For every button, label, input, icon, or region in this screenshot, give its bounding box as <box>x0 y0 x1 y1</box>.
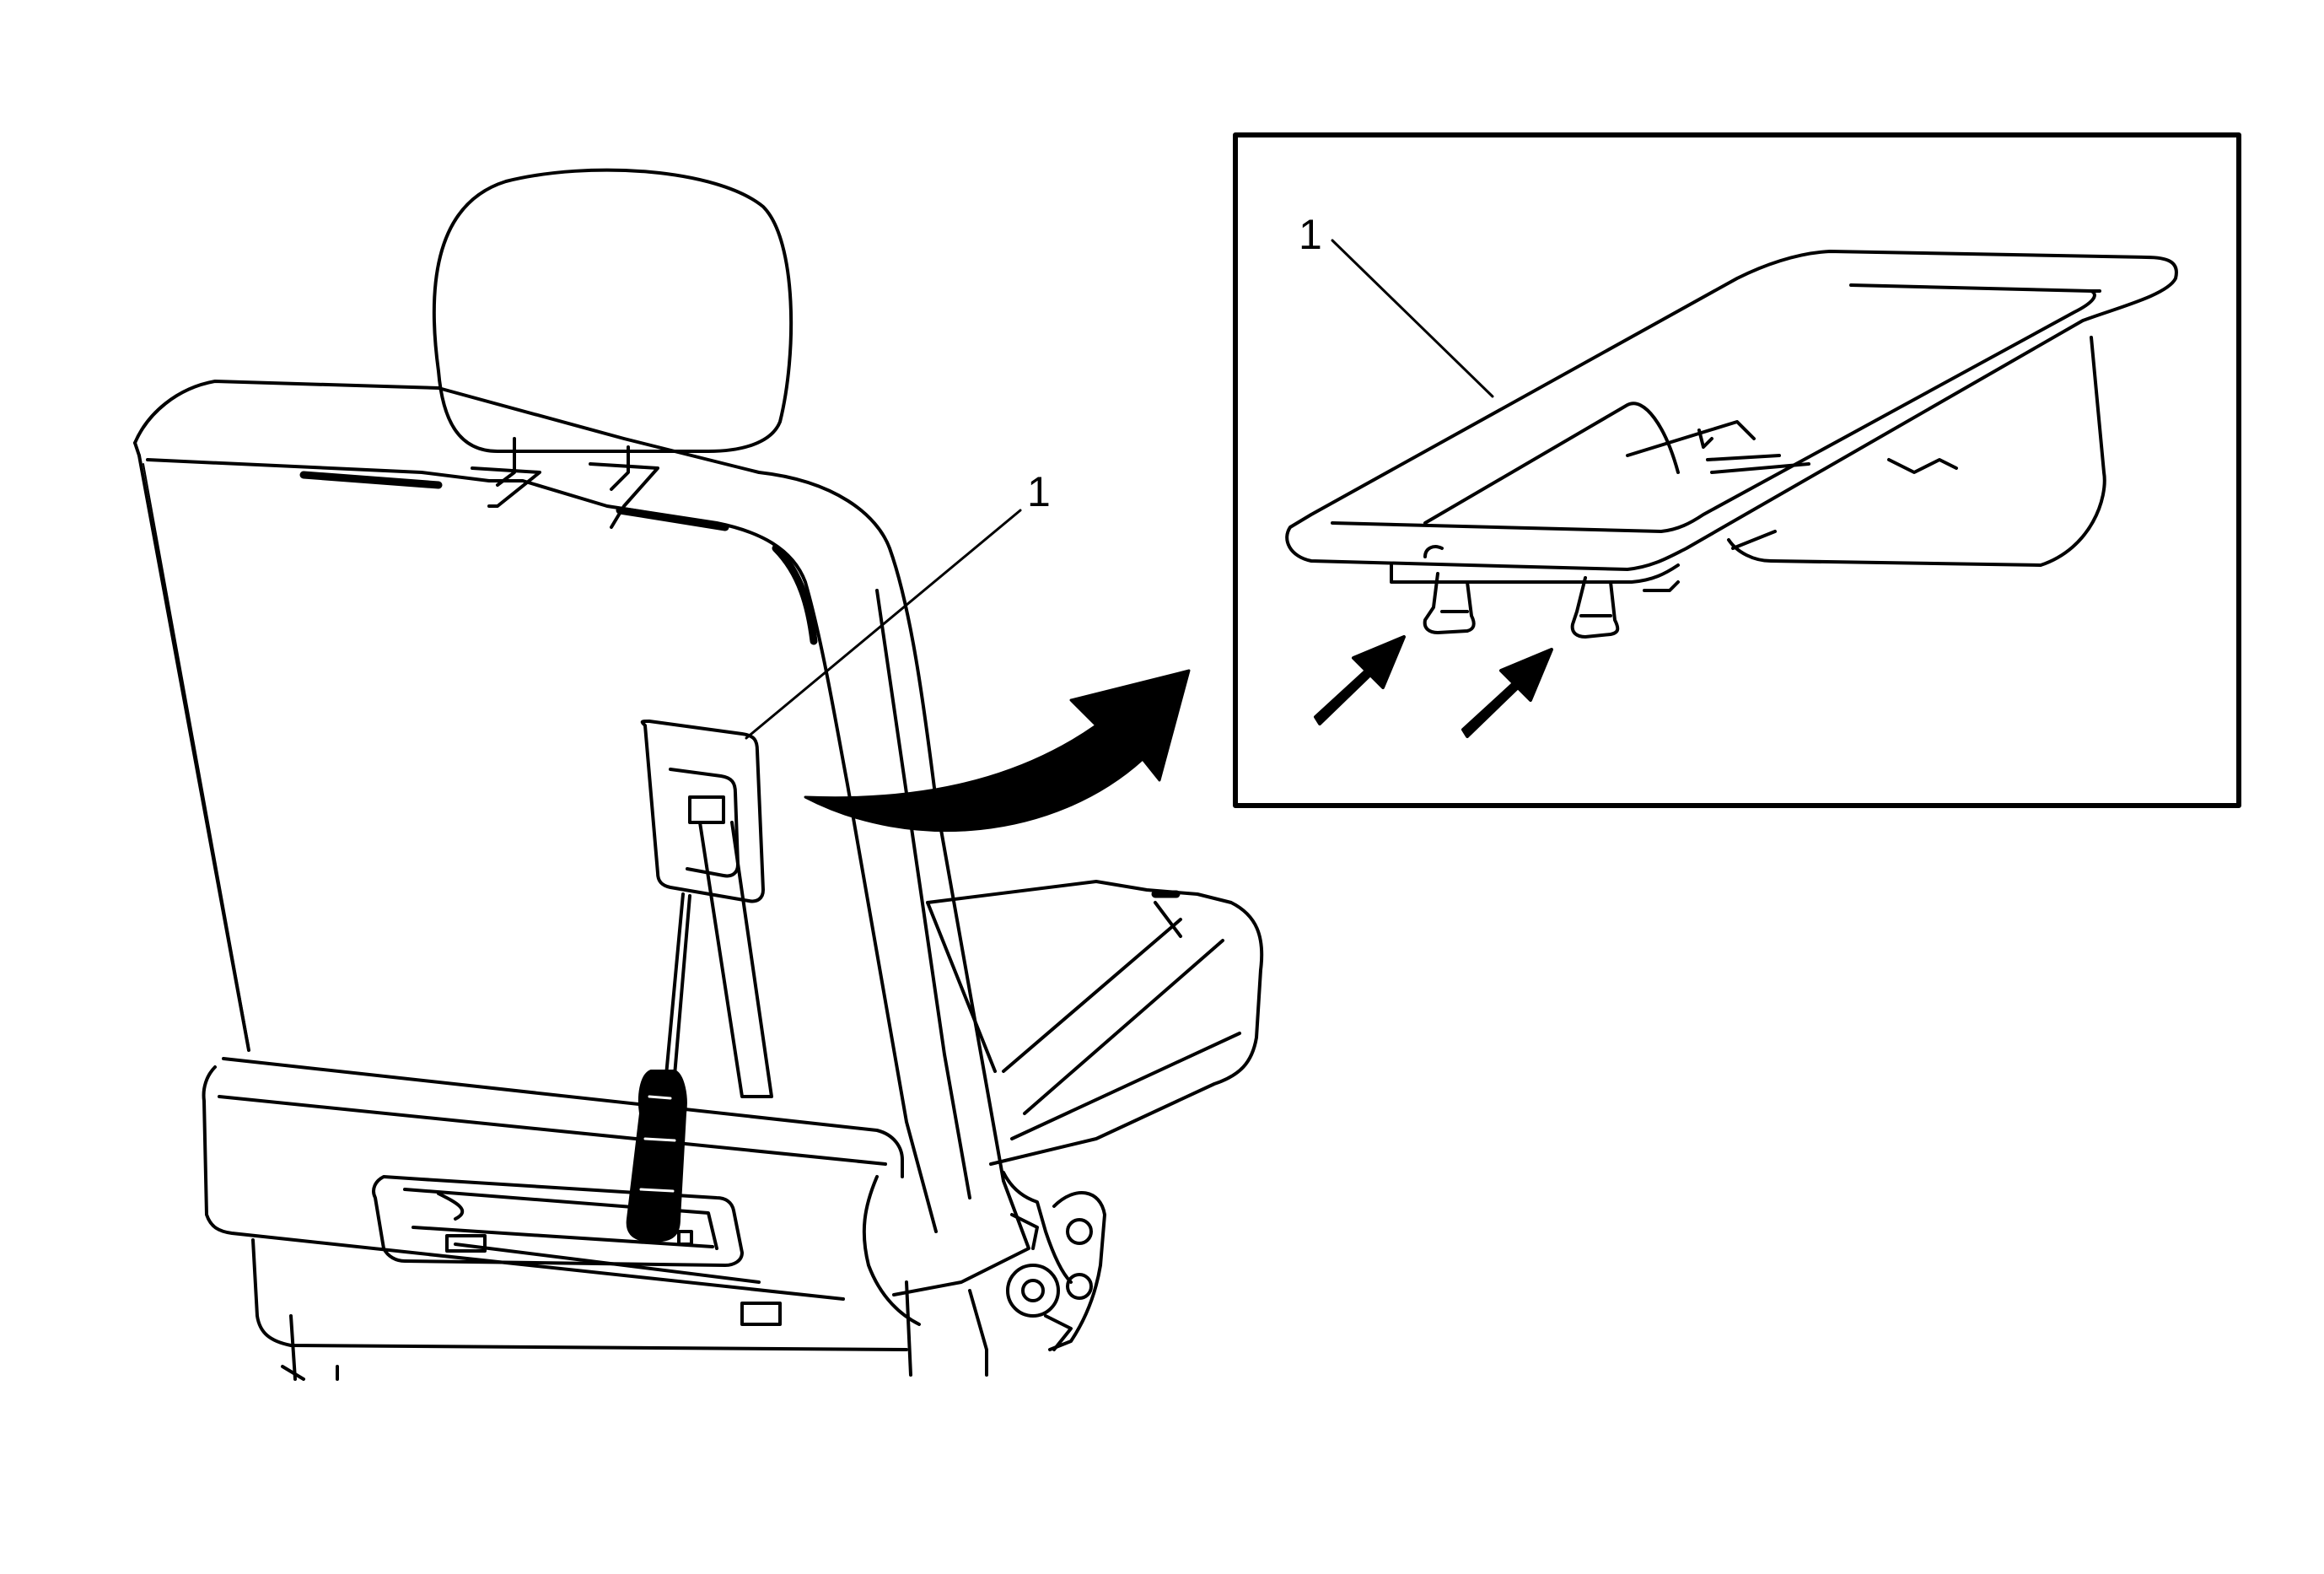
inset-leader-line <box>1331 239 1494 398</box>
inset-callout-label: 1 <box>1299 211 1322 258</box>
seat-back <box>133 380 1030 1296</box>
curved-arrow-icon <box>804 669 1191 833</box>
detail-inset: 1 <box>1233 132 2241 808</box>
seat-illustration <box>133 168 1264 1381</box>
inset-callout: 1 <box>1299 211 1494 398</box>
seat-cushion <box>926 880 1264 1166</box>
recliner-mechanism <box>1002 1171 1106 1351</box>
trim-panel-detail <box>1285 250 2178 639</box>
seat-base <box>202 1057 988 1381</box>
headrest <box>432 168 793 529</box>
push-arrow-icon <box>1314 635 1553 738</box>
seat-back-panel <box>640 720 773 1098</box>
seat-callout-label: 1 <box>1027 468 1051 515</box>
screwdriver-icon <box>626 892 691 1242</box>
seat-callout: 1 <box>745 468 1051 740</box>
inset-frame <box>1233 132 2241 808</box>
seat-leader-line <box>745 509 1022 740</box>
